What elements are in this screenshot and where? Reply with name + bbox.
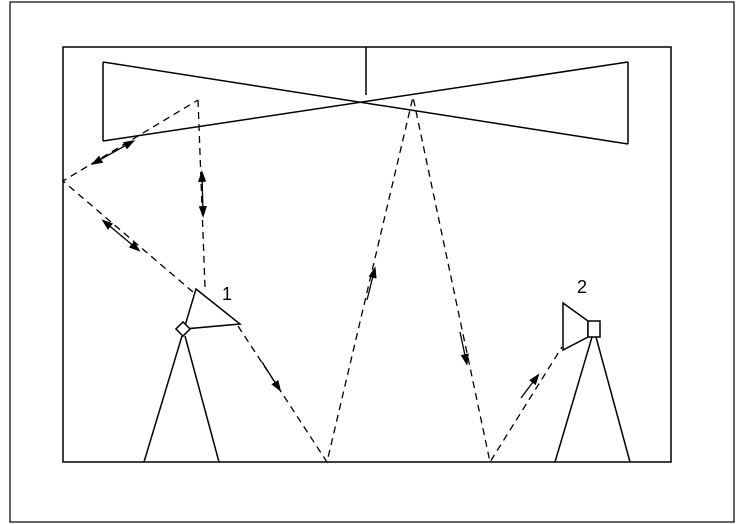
outer-border: [9, 1, 735, 523]
double-arrow: [90, 140, 136, 165]
sound-paths: [61, 96, 563, 464]
speaker-2-horn: [562, 301, 589, 352]
speaker-1-tripod-leg: [184, 335, 220, 463]
speaker-2-driver: [587, 320, 601, 338]
direction-arrows: [261, 266, 540, 399]
bidirectional-arrows: [90, 140, 207, 252]
arrow-down: [459, 331, 469, 366]
direct-reflection-path: [237, 96, 563, 464]
reflector-edge: [102, 61, 629, 142]
speaker-1-label: 1: [222, 284, 232, 304]
reflection-path-vertical: [197, 99, 206, 288]
speaker-2-tripod-leg: [554, 336, 593, 463]
reflection-path-left: [61, 99, 199, 293]
speaker-1-tripod-leg: [143, 335, 183, 463]
speaker-1: [143, 287, 242, 463]
arrow-down-right: [261, 361, 282, 392]
speaker-2-tripod-leg: [595, 336, 631, 463]
arrow-up: [366, 266, 377, 301]
arrow-up-right: [520, 373, 540, 399]
speaker-1-horn: [182, 287, 242, 330]
speaker-1-driver: [174, 320, 192, 338]
speaker-2-label: 2: [577, 277, 587, 297]
double-arrow: [101, 219, 141, 252]
reflector-edge: [102, 61, 629, 145]
speaker-2: [554, 301, 631, 463]
ceiling-reflector: [102, 47, 629, 145]
double-arrow: [198, 170, 207, 218]
room-outline: [62, 46, 672, 463]
